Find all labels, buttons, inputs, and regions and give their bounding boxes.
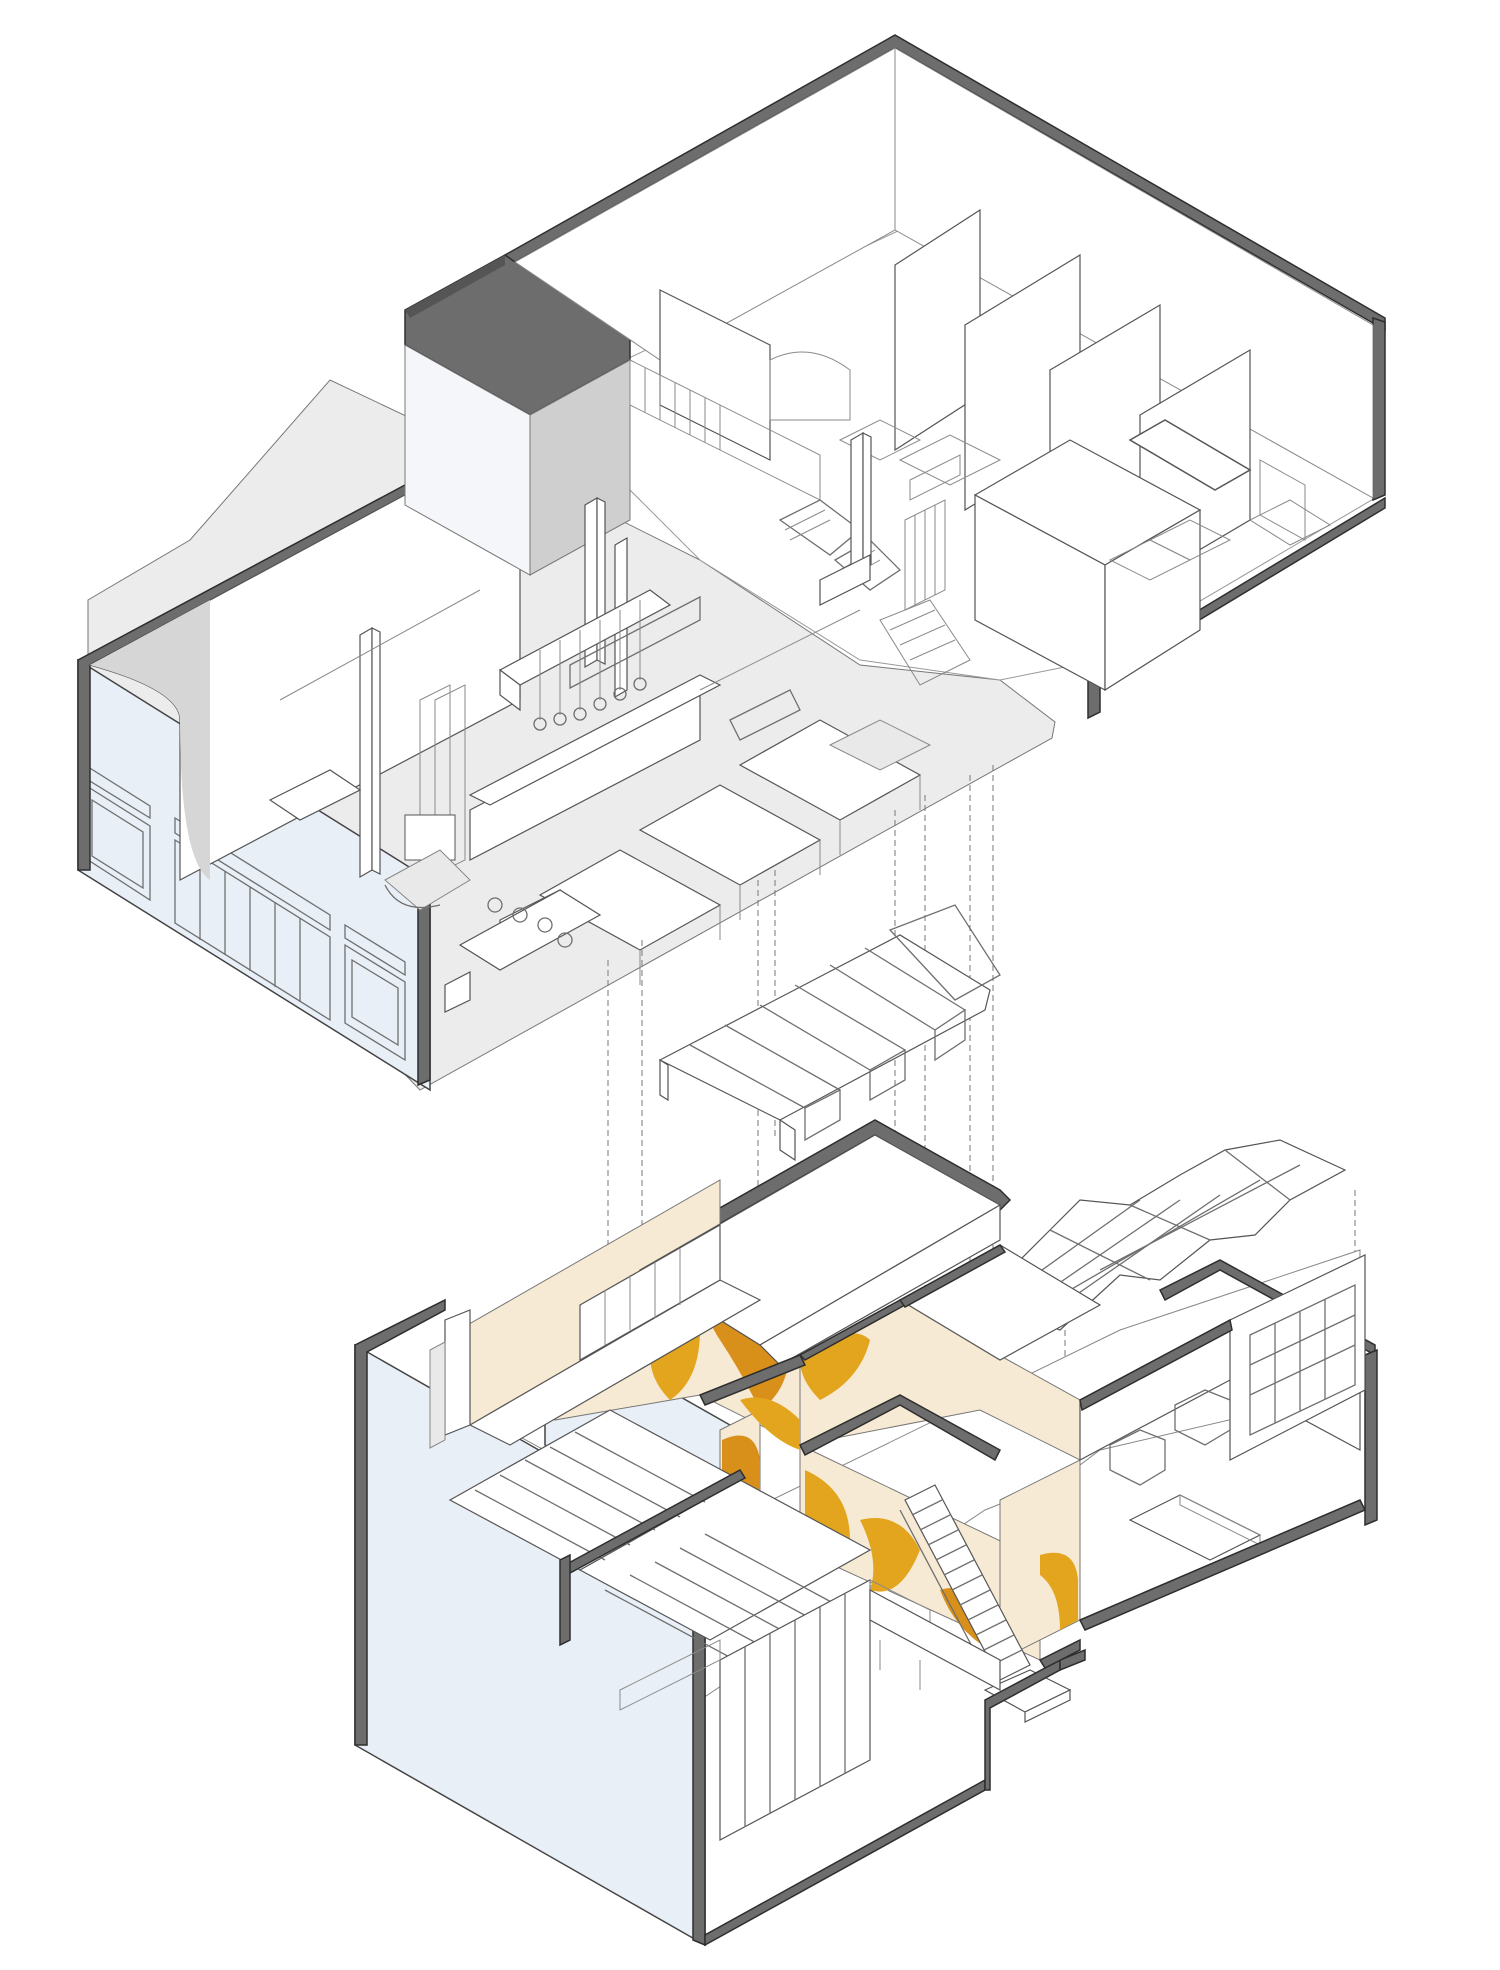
- lower-wall-west-cut: [354, 1298, 446, 1746]
- upper-wall-east: [1372, 316, 1386, 502]
- upper-block-white: [404, 344, 531, 576]
- ceiling-canopy-west: [658, 904, 1001, 1162]
- upper-east-furniture: [769, 351, 1332, 581]
- upper-back-wall-shadow: [90, 600, 210, 880]
- lower-wall-east-front: [1078, 1499, 1367, 1631]
- upper-lights: [279, 589, 861, 731]
- upper-block-north-face: [405, 255, 505, 318]
- upper-facade-windows: [84, 763, 406, 1062]
- upper-east-right-wall: [894, 47, 1374, 499]
- lower-wall-east-cut: [1364, 1348, 1378, 1527]
- lower-floor: [354, 1119, 1378, 1947]
- upper-partitions: [659, 208, 1306, 692]
- upper-columns: [359, 431, 872, 879]
- lower-east-room-windows: [1109, 1283, 1356, 1561]
- lower-west-rooms: [429, 1223, 1001, 1841]
- lower-wall-center-front: [1038, 1638, 1081, 1669]
- lower-wall-east-front-step: [1059, 1648, 1086, 1672]
- upper-central-core: [384, 554, 871, 911]
- upper-desks: [268, 719, 932, 1013]
- upper-floor: [77, 34, 1386, 1092]
- upper-wall-south-cut: [417, 878, 431, 1087]
